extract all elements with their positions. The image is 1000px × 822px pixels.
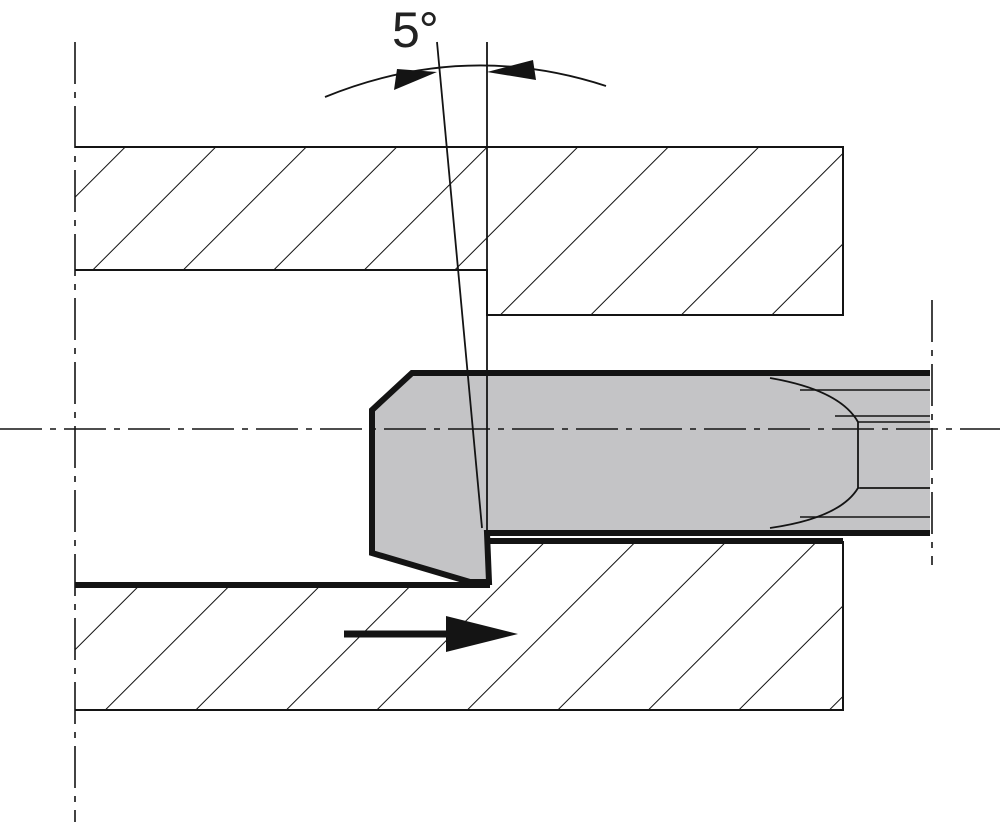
angle-arrow-right [487,60,536,80]
inclined-cutting-edge-line [436,41,483,529]
angle-arc [324,64,607,98]
angle-label: 5° [392,2,439,58]
workpiece-upper-wall [75,146,844,316]
feed-direction-arrow [344,616,518,652]
tool-shoulder-curve [769,377,859,529]
centerlines [0,42,1000,822]
angle-arrow-left [394,69,437,90]
tool-shank [372,373,930,582]
tool-outline [369,370,930,585]
boring-tool [369,370,930,585]
angle-reference [324,41,607,533]
